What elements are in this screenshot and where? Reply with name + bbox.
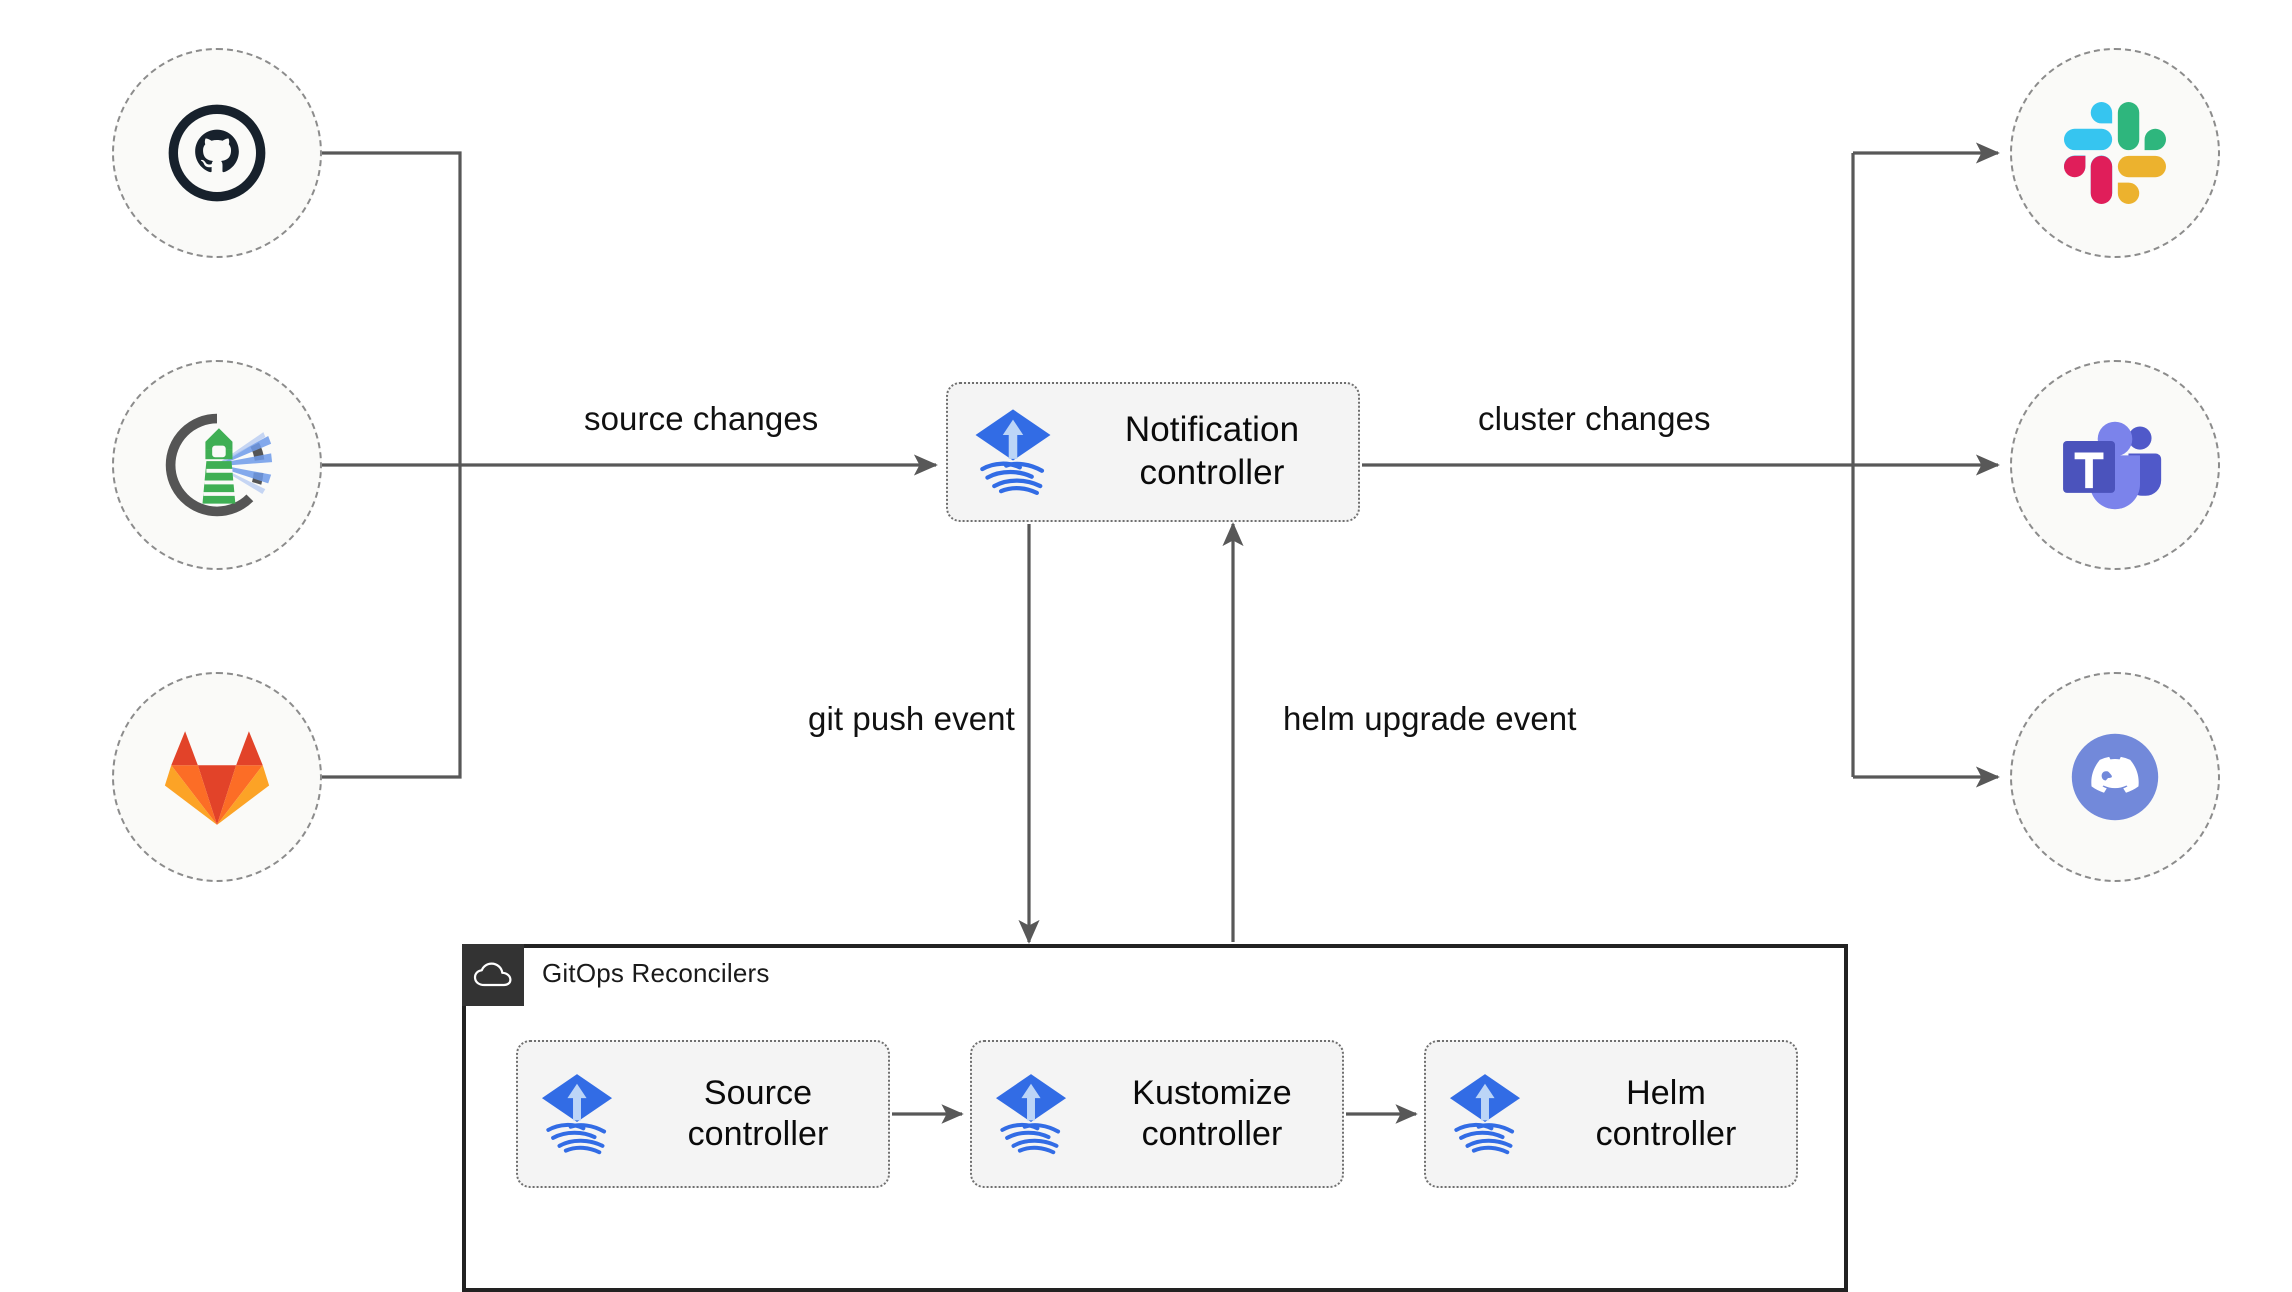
gitops-container-header: GitOps Reconcilers: [462, 944, 770, 1006]
edge-label-helm-upgrade-event: helm upgrade event: [1283, 700, 1577, 737]
source-controller-node[interactable]: Source controller: [516, 1040, 890, 1188]
helm-controller-label: Helm controller: [1595, 1073, 1737, 1153]
flux-logo-icon: [976, 1071, 1086, 1157]
source-controller-label: Source controller: [687, 1073, 829, 1153]
edge-label-cluster-changes: cluster changes: [1478, 400, 1711, 437]
discord-destination-node[interactable]: [2010, 672, 2220, 882]
teams-destination-node[interactable]: [2010, 360, 2220, 570]
kustomize-controller-node[interactable]: Kustomize controller: [970, 1040, 1344, 1188]
discord-icon: [2071, 733, 2159, 821]
helm-controller-node[interactable]: Helm controller: [1424, 1040, 1798, 1188]
github-icon: [168, 104, 266, 202]
flux-logo-icon: [522, 1071, 632, 1157]
gitlab-icon: [164, 731, 270, 825]
gitlab-source-node[interactable]: [112, 672, 322, 882]
cloud-icon: [462, 944, 524, 1006]
microsoft-teams-icon: [2063, 421, 2162, 510]
flux-logo-icon: [954, 406, 1072, 498]
flux-lighthouse-icon: [165, 413, 273, 517]
github-source-node[interactable]: [112, 48, 322, 258]
flux-logo-icon: [1430, 1071, 1540, 1157]
slack-destination-node[interactable]: [2010, 48, 2220, 258]
notification-controller-label: Notification controller: [1124, 410, 1300, 492]
notification-controller-node[interactable]: Notification controller: [946, 382, 1360, 522]
gitops-container-title: GitOps Reconcilers: [542, 958, 770, 988]
flux-source-node[interactable]: [112, 360, 322, 570]
kustomize-controller-label: Kustomize controller: [1132, 1073, 1292, 1153]
edge-label-source-changes: source changes: [584, 400, 819, 437]
slack-icon: [2064, 102, 2166, 204]
edge-label-git-push-event: git push event: [808, 700, 1015, 737]
